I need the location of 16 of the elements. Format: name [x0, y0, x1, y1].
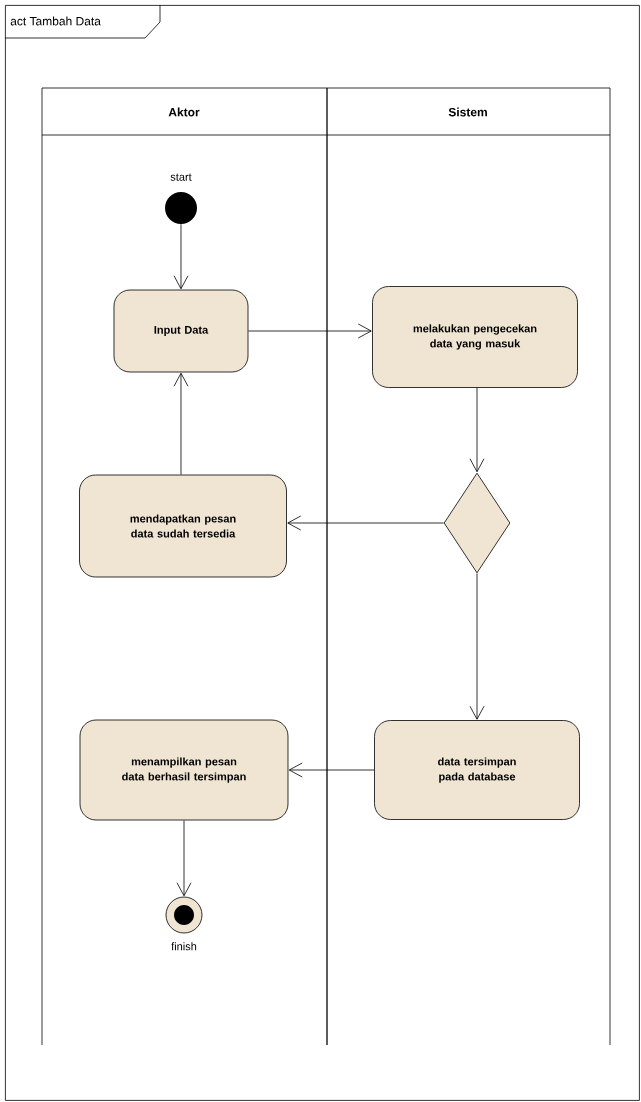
arrow	[469, 387, 485, 473]
arrow	[248, 323, 372, 339]
arrow	[469, 573, 485, 720]
arrow	[176, 820, 192, 897]
activity-box: menampilkan pesan data berhasil tersimpan	[79, 719, 289, 821]
arrow	[287, 515, 444, 531]
activity-box: mendapatkan pesan data sudah tersedia	[79, 474, 287, 578]
activity-box: data tersimpan pada database	[374, 720, 580, 820]
activity-box: Input Data	[113, 289, 249, 373]
arrow	[288, 762, 375, 778]
node-caption: start	[170, 173, 192, 181]
arrow	[173, 223, 189, 290]
arrow	[173, 372, 189, 475]
node-caption: finish	[171, 942, 197, 951]
decision-diamond	[443, 472, 511, 574]
activity-box: melakukan pengecekan data yang masuk	[372, 286, 578, 388]
